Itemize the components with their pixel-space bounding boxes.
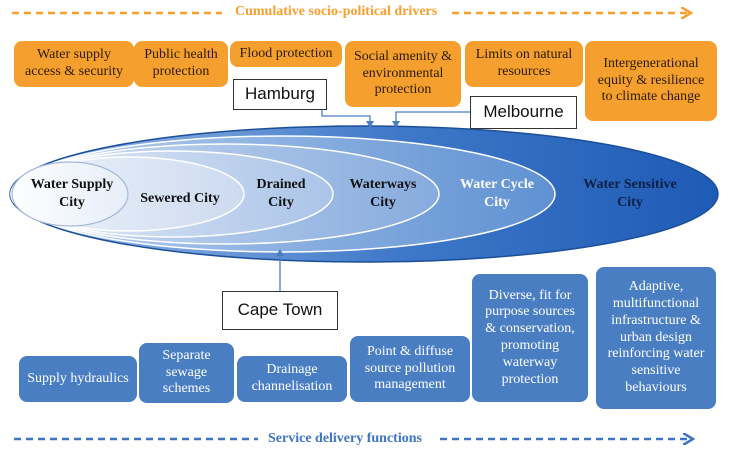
hamburg-connector	[321, 107, 374, 128]
function-adaptive-infrastructure: Adaptive, multifunctional infrastructure…	[596, 267, 716, 409]
label-sewered-city: Sewered City	[140, 190, 220, 206]
function-drainage-channelisation: Drainage channelisation	[237, 356, 347, 402]
driver-flood-protection: Flood protection	[230, 41, 342, 67]
function-separate-sewage: Separate sewage schemes	[139, 343, 234, 403]
driver-public-health: Public health protection	[134, 41, 228, 87]
city-melbourne: Melbourne	[470, 96, 577, 129]
driver-water-supply: Water supply access & security	[14, 41, 134, 87]
city-cape-town: Cape Town	[222, 291, 338, 330]
driver-intergenerational-equity: Intergenerational equity & resilience to…	[585, 41, 717, 121]
function-supply-hydraulics: Supply hydraulics	[19, 356, 137, 402]
driver-limits-natural-resources: Limits on natural resources	[465, 41, 583, 87]
city-hamburg: Hamburg	[233, 79, 327, 110]
service-label: Service delivery functions	[268, 431, 422, 446]
driver-social-amenity: Social amenity & environmental protectio…	[345, 41, 461, 107]
function-pollution-management: Point & diffuse source pollution managem…	[350, 336, 470, 402]
function-diverse-sources: Diverse, fit for purpose sources & conse…	[472, 274, 588, 402]
ring-water-supply-city	[11, 161, 129, 227]
drivers-label: Cumulative socio-political drivers	[235, 4, 438, 19]
melbourne-connector	[392, 111, 470, 128]
